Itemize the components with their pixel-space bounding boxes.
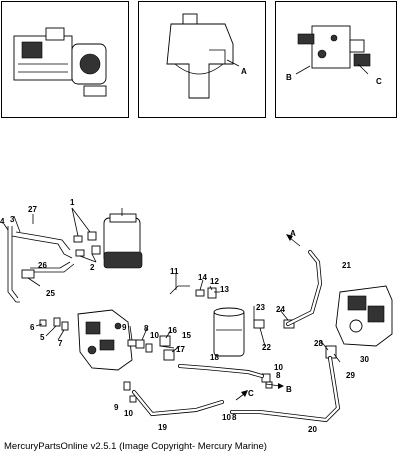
thumbnail-bracket[interactable]: A: [138, 1, 266, 118]
valve-block-body: [311, 25, 351, 69]
callout-8c: 8: [276, 371, 281, 380]
callout-17: 17: [176, 345, 185, 354]
callout-5: 5: [40, 333, 45, 342]
callout-14: 14: [198, 273, 207, 282]
arrow-b: [265, 383, 281, 387]
transmission-foot: [83, 85, 107, 97]
callout-19: 19: [158, 423, 167, 432]
hose-21: [286, 250, 323, 326]
callout-29: 29: [346, 371, 355, 380]
transmission-flange: [79, 53, 101, 75]
leader-c: [357, 63, 369, 75]
leader-b: [295, 65, 311, 75]
callout-23: 23: [256, 303, 265, 312]
letter-c: C: [248, 389, 254, 398]
label-a: A: [241, 67, 247, 76]
callout-24: 24: [276, 305, 285, 314]
callout-22: 22: [262, 343, 271, 352]
callout-28: 28: [314, 339, 323, 348]
solenoid-lower: [353, 53, 371, 67]
callout-8b: 8: [232, 413, 237, 422]
filter-base: [103, 251, 143, 269]
callout-27: 27: [28, 205, 37, 214]
pipe-left-outer: [7, 226, 20, 303]
callout-10c: 10: [222, 413, 231, 422]
callout-16: 16: [168, 326, 177, 335]
center-filter: [213, 309, 245, 357]
callout-2: 2: [90, 263, 95, 272]
callout-18: 18: [210, 353, 219, 362]
fitting-upper-4: [91, 245, 101, 255]
callout-10b: 10: [124, 409, 133, 418]
bracket-body: [166, 23, 234, 99]
callout-4: 4: [0, 217, 5, 226]
transmission-illustration: [13, 27, 107, 97]
arrow-a: [289, 237, 301, 247]
callout-3: 3: [10, 215, 15, 224]
callout-15: 15: [182, 331, 191, 340]
elbow-fitting: [169, 285, 190, 295]
callout-8: 8: [144, 324, 149, 333]
solenoid-left: [297, 33, 315, 45]
valve-block-illustration: B C: [286, 25, 382, 86]
callout-10d: 10: [274, 363, 283, 372]
callout-9b: 9: [114, 403, 119, 412]
callout-20: 20: [308, 425, 317, 434]
callout-6: 6: [30, 323, 35, 332]
arrow-c: [235, 393, 245, 401]
callout-21: 21: [342, 261, 351, 270]
fitting-upper-1: [73, 235, 83, 243]
clamp-bracket: [21, 269, 35, 279]
transmission-top-cover: [45, 27, 65, 41]
callout-30: 30: [360, 355, 369, 364]
callout-9: 9: [122, 323, 127, 332]
solenoid-right: [349, 39, 365, 53]
callout-10: 10: [150, 331, 159, 340]
leader-a: [226, 59, 240, 67]
callout-11: 11: [170, 267, 179, 276]
fitting-upper-3: [75, 249, 85, 257]
thumbnail-transmission[interactable]: [1, 1, 129, 118]
letter-a: A: [290, 229, 296, 238]
label-b: B: [286, 73, 292, 82]
callout-12: 12: [210, 277, 219, 286]
callout-26: 26: [38, 261, 47, 270]
thumbnail-valve-block[interactable]: B C: [275, 1, 397, 118]
bracket-illustration: A: [166, 13, 247, 99]
callout-25: 25: [46, 289, 55, 298]
pipe-left-mid: [30, 261, 71, 269]
fitting-upper-2: [87, 231, 97, 241]
label-c: C: [376, 77, 382, 86]
callout-1: 1: [70, 198, 75, 207]
transmission-valve-body: [21, 41, 43, 59]
letter-b: B: [286, 385, 292, 394]
callout-7: 7: [58, 339, 63, 348]
pipe-left-upper: [11, 235, 73, 259]
copyright-footer: MercuryPartsOnline v2.5.1 (Image Copyrig…: [4, 441, 267, 452]
callout-13: 13: [220, 285, 229, 294]
